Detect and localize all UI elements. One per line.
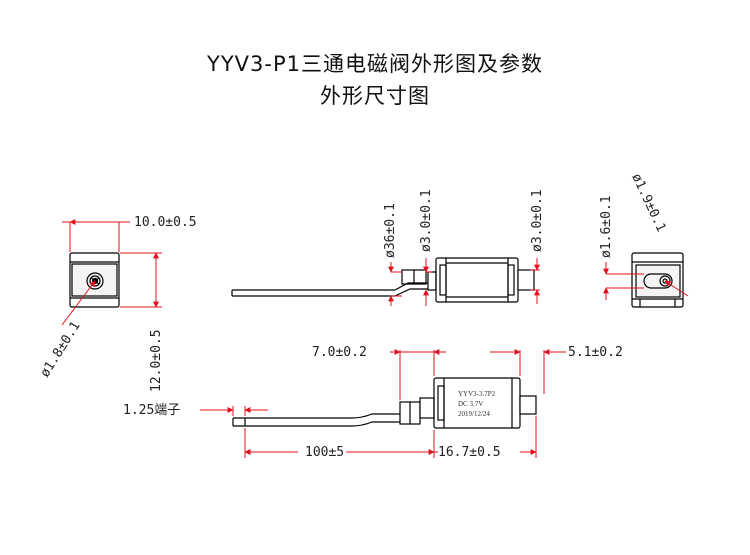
side-view: ø36±0.1 ø3.0±0.1 ø3.0±0.1 [231, 189, 545, 306]
bottom-view: YYV3-3.7P2 DC 3.7V 2019/12/24 7.0±0.2 5.… [123, 345, 623, 460]
side-view-connector [401, 269, 427, 285]
end-view-body [69, 252, 120, 308]
bottom-51-label: 5.1±0.2 [568, 345, 623, 360]
bottom-view-port-left [419, 397, 435, 419]
side-36-label: ø36±0.1 [383, 203, 398, 258]
bottom-view-connector [399, 401, 421, 425]
side-view-wires [231, 282, 430, 297]
body-length-label: 16.7±0.5 [438, 445, 501, 460]
end-height-dimension [120, 252, 162, 308]
end-width-label: 10.0±0.5 [134, 215, 197, 230]
end-hole-label: ø1.8±0.1 [38, 319, 84, 380]
bottom-70-label: 7.0±0.2 [312, 345, 367, 360]
title-line-2: 外形尺寸图 [320, 84, 430, 108]
stamp-date: 2019/12/24 [458, 410, 490, 418]
side-view-port-right [517, 269, 535, 291]
terminal-label: 1.25端子 [123, 403, 180, 418]
stamp-model: YYV3-3.7P2 [458, 390, 496, 398]
right-16-label: ø1.6±0.1 [599, 195, 614, 258]
lead-length-label: 100±5 [305, 445, 344, 460]
side-30a-label: ø3.0±0.1 [419, 189, 434, 252]
end-height-label: 12.0±0.5 [149, 329, 164, 392]
side-30a-dimension [423, 258, 432, 306]
side-view-body [435, 257, 519, 303]
right-end-view: ø1.6±0.1 ø1.9±0.1 [599, 171, 689, 308]
title-line-1: YYV3-P1三通电磁阀外形图及参数 [207, 52, 543, 76]
length-dimensions [244, 416, 537, 458]
bottom-view-wires [232, 413, 400, 427]
end-view: 10.0±0.5 12.0±0.5 ø1.8±0.1 [38, 215, 197, 392]
right-16-dimension [603, 262, 644, 300]
right-19-label: ø1.9±0.1 [628, 171, 668, 234]
terminal-dimension [200, 406, 268, 416]
right-19-leader [664, 280, 689, 297]
right-end-body [631, 252, 684, 308]
stamp-voltage: DC 3.7V [458, 400, 483, 408]
end-hole-leader [61, 280, 96, 326]
bottom-51-dimension [490, 349, 566, 394]
bottom-view-port-right [519, 395, 537, 415]
side-30b-label: ø3.0±0.1 [530, 189, 545, 252]
bottom-70-dimension [390, 349, 446, 400]
side-30b-dimension [530, 258, 540, 304]
side-view-port-left [427, 271, 437, 291]
end-width-dimension [62, 219, 130, 252]
side-36-dimension [388, 262, 402, 306]
